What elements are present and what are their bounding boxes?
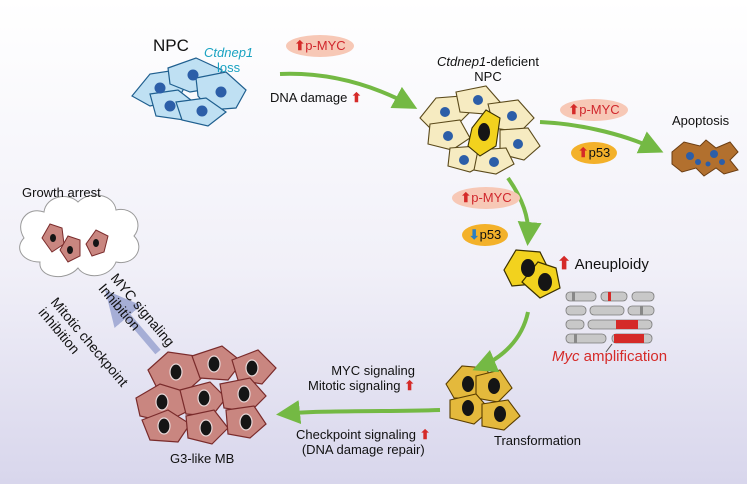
arrow-to-apoptosis bbox=[539, 120, 664, 154]
apoptosis-label: Apoptosis bbox=[672, 113, 730, 128]
dna-damage-label: DNA damage ⬆ bbox=[270, 90, 362, 106]
aneuploid-cells bbox=[503, 249, 561, 299]
ctdnep1-gene-label: Ctdnep1 bbox=[204, 45, 254, 60]
tumor-cell-cluster bbox=[135, 345, 277, 445]
npc-cell-cluster bbox=[131, 57, 247, 127]
transformation-label: Transformation bbox=[494, 433, 581, 448]
checkpoint-signaling-label: Checkpoint signaling ⬆ (DNA damage repai… bbox=[296, 427, 431, 458]
apoptotic-cell-cluster bbox=[671, 139, 739, 177]
up-arrow-icon: ⬆ bbox=[419, 427, 431, 442]
deficient-suffix-label: -deficient bbox=[486, 54, 539, 69]
dna-damage-text: DNA damage bbox=[270, 90, 348, 105]
myc-signaling-text: MYC signaling bbox=[331, 363, 416, 378]
arrow-npc-to-deficient bbox=[279, 71, 418, 109]
aneuploidy-text: Aneuploidy bbox=[574, 256, 649, 273]
npc-label: NPC bbox=[153, 36, 189, 55]
pmyc-badge-down: ⬆p-MYC bbox=[452, 187, 520, 209]
checkpoint-signaling-text: Checkpoint signaling bbox=[296, 427, 416, 442]
pmyc-badge-apoptosis: ⬆p-MYC bbox=[560, 99, 628, 121]
pmyc-top-text: p-MYC bbox=[305, 38, 346, 53]
amplification-text: amplification bbox=[583, 348, 668, 365]
up-arrow-icon: ⬆ bbox=[294, 38, 306, 53]
ctdnep1-loss-label: Ctdnep1 loss bbox=[204, 45, 254, 76]
transformed-cell-cluster bbox=[445, 365, 521, 431]
g3-mb-label: G3-like MB bbox=[170, 451, 235, 466]
deficient-npc-label: Ctdnep1-deficient NPC bbox=[428, 54, 548, 85]
p53-badge-down: ⬇p53 bbox=[462, 224, 508, 246]
up-arrow-icon: ⬆ bbox=[404, 377, 416, 393]
deficient-npc-cell-cluster bbox=[419, 85, 541, 175]
pmyc-apoptosis-text: p-MYC bbox=[579, 102, 620, 117]
growth-arrest-label: Growth arrest bbox=[22, 185, 101, 200]
arrow-to-aneuploidy bbox=[506, 176, 542, 246]
deficient-npc-text: NPC bbox=[474, 68, 502, 84]
up-arrow-icon: ⬆ bbox=[460, 190, 472, 205]
arrow-to-tumor bbox=[276, 400, 441, 425]
chromosome-karyotype bbox=[565, 291, 655, 353]
up-arrow-icon: ⬆ bbox=[557, 254, 572, 273]
mitotic-signaling-text: Mitotic signaling bbox=[308, 377, 401, 393]
p53-badge-apoptosis: ⬆p53 bbox=[571, 142, 617, 164]
loss-label: loss bbox=[217, 59, 241, 75]
dna-damage-repair-text: (DNA damage repair) bbox=[301, 441, 425, 457]
myc-amplification-label: Myc amplification bbox=[552, 348, 667, 365]
arrow-to-transformation bbox=[472, 311, 530, 373]
myc-gene-label: Myc bbox=[552, 348, 580, 365]
up-arrow-icon: ⬆ bbox=[350, 90, 362, 105]
deficient-gene-label: Ctdnep1 bbox=[437, 54, 487, 69]
pmyc-down-text: p-MYC bbox=[471, 190, 512, 205]
myc-mitotic-signaling-label: MYC signaling Mitotic signaling ⬆ bbox=[308, 363, 416, 394]
aneuploidy-label: ⬆ Aneuploidy bbox=[557, 254, 649, 274]
inhibition-arrow bbox=[105, 290, 161, 355]
p53-apoptosis-text: p53 bbox=[588, 145, 611, 160]
up-arrow-icon: ⬆ bbox=[568, 102, 580, 117]
up-arrow-icon: ⬆ bbox=[577, 145, 589, 160]
growth-arrest-cloud bbox=[19, 194, 140, 277]
p53-down-text: p53 bbox=[479, 227, 502, 242]
down-arrow-icon: ⬇ bbox=[468, 227, 480, 242]
pmyc-badge-top: ⬆p-MYC bbox=[286, 35, 354, 57]
